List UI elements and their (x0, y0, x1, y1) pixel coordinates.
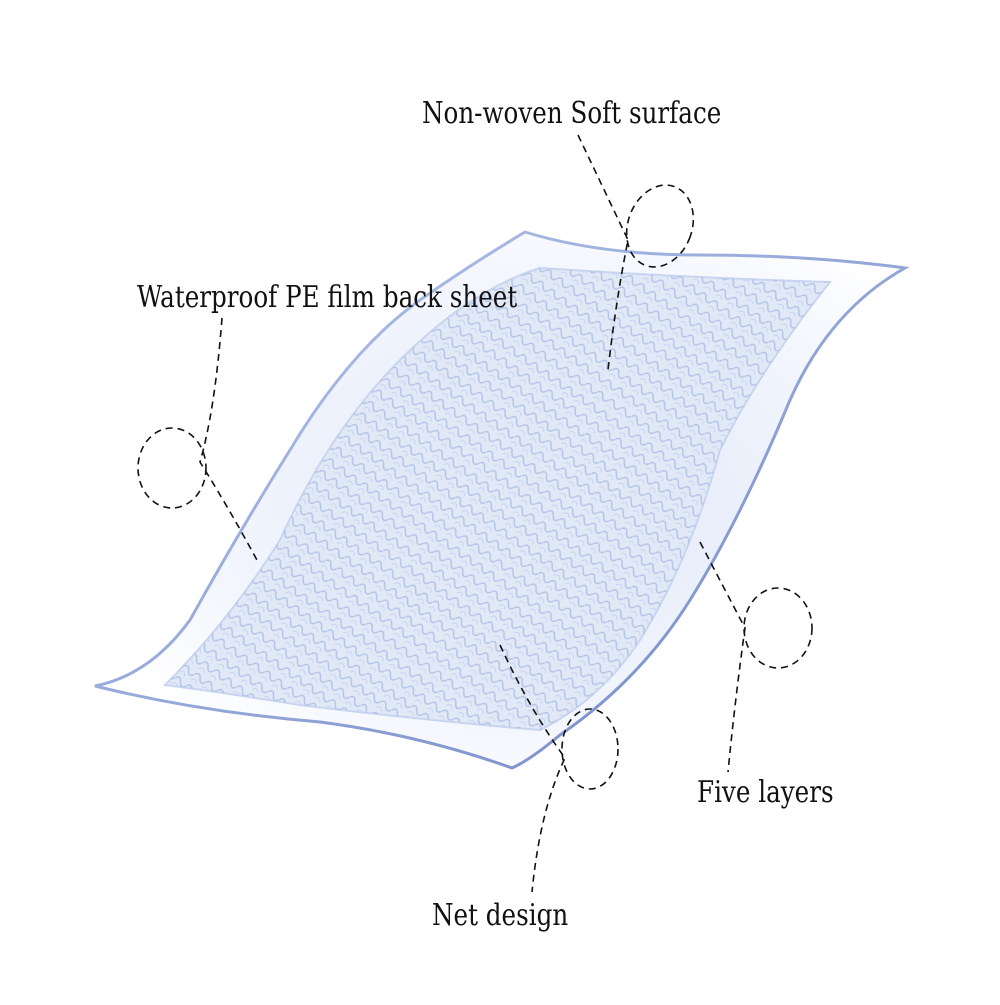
label-layers: Five layers (697, 775, 834, 810)
label-net: Net design (432, 898, 569, 933)
callout-circle-backsheet (137, 427, 207, 509)
callout-circle-net (561, 708, 619, 790)
callout-line-net (499, 644, 566, 893)
callout-circle-layers (743, 587, 813, 669)
label-backsheet: Waterproof PE film back sheet (137, 280, 518, 315)
callout-circle-surface (625, 184, 695, 268)
callout-line-backsheet (199, 317, 259, 563)
label-surface: Non-woven Soft surface (422, 96, 722, 131)
callout-line-surface (577, 134, 629, 371)
callout-line-layers (699, 541, 746, 773)
